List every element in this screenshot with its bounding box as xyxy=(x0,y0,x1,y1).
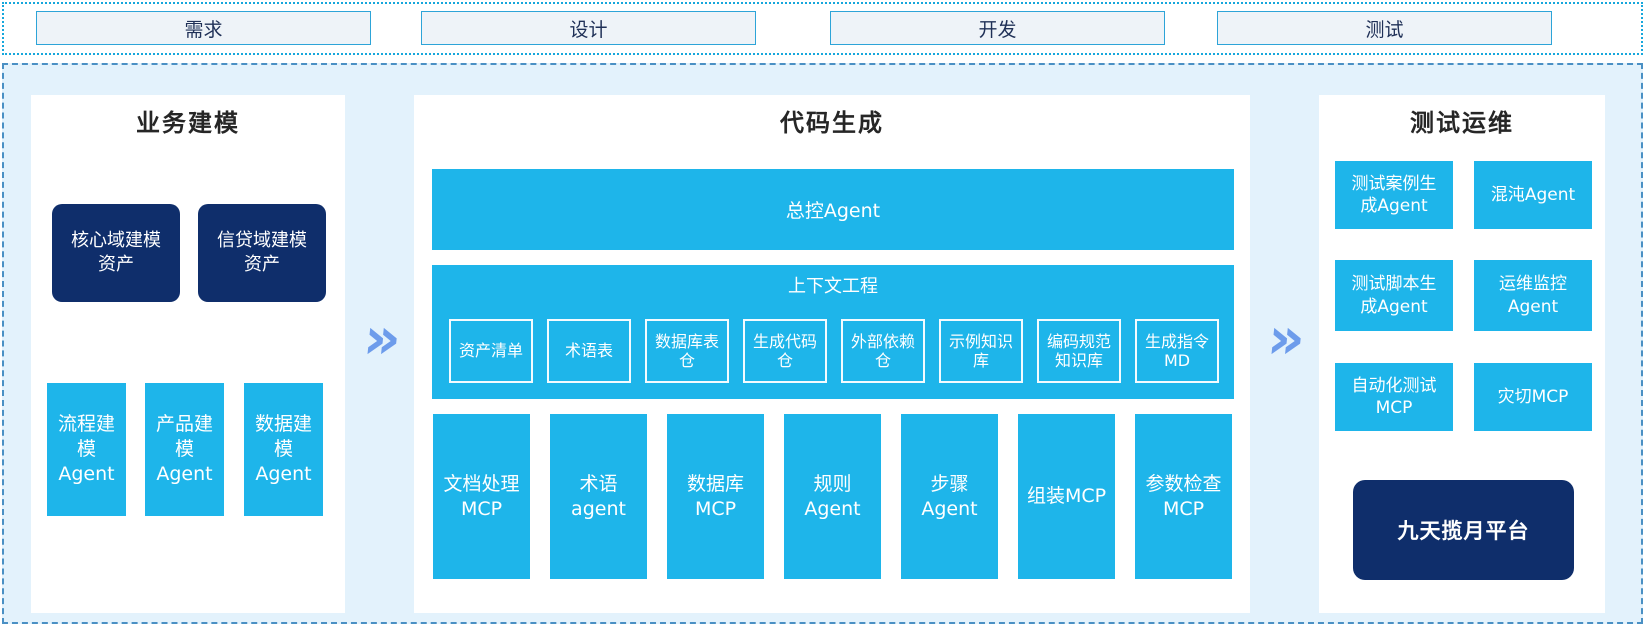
panel-business-modeling: 业务建模 核心域建模资产 信贷域建模资产 流程建模Agent 产品建模Agent… xyxy=(31,95,345,613)
tool-box-param-check-mcp: 参数检查MCP xyxy=(1135,414,1232,579)
agent-box-data-modeling: 数据建模Agent xyxy=(244,383,323,516)
ops-box-ops-monitor-agent: 运维监控Agent xyxy=(1474,260,1592,331)
panel-test-ops: 测试运维 测试案例生成Agent 混沌Agent 测试脚本生成Agent 运维监… xyxy=(1319,95,1605,613)
context-item-gen-code-repo: 生成代码仓 xyxy=(743,319,827,383)
phase-box-design: 设计 xyxy=(421,11,756,45)
phase-box-testing: 测试 xyxy=(1217,11,1552,45)
context-engineering-title: 上下文工程 xyxy=(788,276,878,297)
tool-box-rule-agent: 规则Agent xyxy=(784,414,881,579)
context-item-example-kb: 示例知识库 xyxy=(939,319,1023,383)
agent-box-process-modeling: 流程建模Agent xyxy=(47,383,126,516)
asset-box-credit-domain: 信贷域建模资产 xyxy=(198,204,326,302)
panel-title-test-ops: 测试运维 xyxy=(1410,109,1514,137)
phase-strip: 需求 设计 开发 测试 xyxy=(2,2,1643,55)
tool-box-step-agent: 步骤Agent xyxy=(901,414,998,579)
tool-box-assemble-mcp: 组装MCP xyxy=(1018,414,1115,579)
ops-box-chaos-agent: 混沌Agent xyxy=(1474,161,1592,229)
tool-box-term-agent: 术语agent xyxy=(550,414,647,579)
ops-box-disaster-switch-mcp: 灾切MCP xyxy=(1474,363,1592,431)
ops-box-auto-test-mcp: 自动化测试MCP xyxy=(1335,363,1453,431)
context-item-gen-instruct-md: 生成指令MD xyxy=(1135,319,1219,383)
context-item-asset-list: 资产清单 xyxy=(449,319,533,383)
master-agent-bar: 总控Agent xyxy=(432,169,1234,250)
panel-title-business-modeling: 业务建模 xyxy=(136,109,240,137)
context-engineering-box: 上下文工程 资产清单 术语表 数据库表仓 生成代码仓 外部依赖仓 示例知识库 编… xyxy=(432,265,1234,399)
panel-title-code-generation: 代码生成 xyxy=(780,109,884,137)
main-container: 业务建模 核心域建模资产 信贷域建模资产 流程建模Agent 产品建模Agent… xyxy=(2,63,1643,624)
chevron-right-icon: » xyxy=(1264,304,1309,372)
context-item-coding-spec-kb: 编码规范知识库 xyxy=(1037,319,1121,383)
ops-box-test-script-gen-agent: 测试脚本生成Agent xyxy=(1335,260,1453,331)
context-item-glossary: 术语表 xyxy=(547,319,631,383)
panel-code-generation: 代码生成 总控Agent 上下文工程 资产清单 术语表 数据库表仓 生成代码仓 … xyxy=(414,95,1250,613)
tool-box-db-mcp: 数据库MCP xyxy=(667,414,764,579)
context-item-db-table-repo: 数据库表仓 xyxy=(645,319,729,383)
phase-box-requirements: 需求 xyxy=(36,11,371,45)
asset-box-core-domain: 核心域建模资产 xyxy=(52,204,180,302)
ops-box-test-case-gen-agent: 测试案例生成Agent xyxy=(1335,161,1453,229)
phase-box-development: 开发 xyxy=(830,11,1165,45)
tool-box-doc-mcp: 文档处理MCP xyxy=(433,414,530,579)
platform-box-jiutian: 九天揽月平台 xyxy=(1353,480,1574,580)
agent-box-product-modeling: 产品建模Agent xyxy=(145,383,224,516)
context-item-ext-dep-repo: 外部依赖仓 xyxy=(841,319,925,383)
chevron-right-icon: » xyxy=(360,304,405,372)
